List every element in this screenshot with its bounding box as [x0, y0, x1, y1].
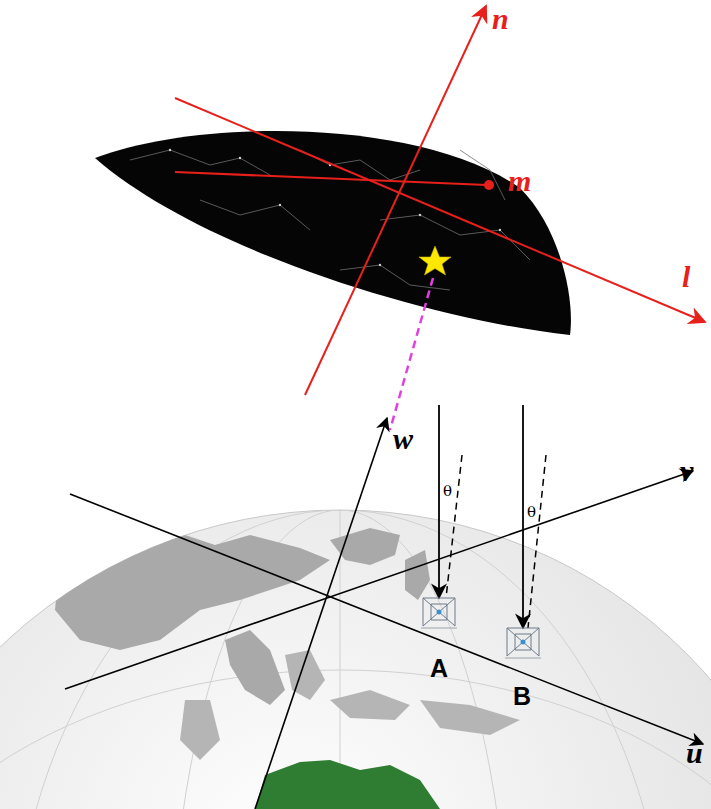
angle-label: θ [443, 484, 452, 499]
angle-label: θ [527, 505, 536, 520]
sky-patch [95, 131, 571, 335]
m-axis-dot [484, 180, 494, 190]
constellation-line [460, 150, 505, 200]
n-axis [305, 6, 486, 395]
antenna-feed [521, 640, 526, 645]
antenna-feed [437, 610, 442, 615]
zenith-line [528, 455, 546, 628]
m-axis [175, 172, 487, 185]
antenna-base [421, 628, 457, 629]
landmass [405, 550, 430, 600]
station-label: B [513, 684, 531, 709]
axis-label: l [682, 262, 690, 292]
constellation-line [130, 150, 270, 175]
landmass [330, 528, 400, 565]
antenna-icon [421, 598, 457, 628]
source-star [419, 246, 451, 275]
antenna-icon [505, 628, 541, 658]
globe [0, 510, 711, 809]
zenith-line [446, 455, 462, 598]
constellation-line [200, 200, 310, 230]
star-dot [169, 149, 171, 151]
l-axis [175, 98, 705, 322]
star-dot [499, 229, 501, 231]
graticule-line [0, 670, 711, 809]
antenna-base [505, 658, 541, 659]
u-axis [70, 494, 703, 744]
incoming-ray [522, 405, 524, 628]
axis-label: v [680, 456, 693, 486]
axis-label: u [686, 738, 703, 768]
landmass [285, 650, 325, 700]
antenna-frame [515, 634, 531, 650]
landmass [225, 630, 285, 705]
landmass [180, 700, 220, 760]
w-axis [255, 418, 387, 809]
incoming-ray [438, 405, 440, 598]
star-dot [239, 157, 241, 159]
axis-label: w [393, 424, 413, 454]
v-axis [65, 471, 693, 689]
axis-label: m [508, 166, 531, 196]
antenna-frame [423, 598, 455, 626]
line-of-sight [390, 278, 433, 430]
axis-label: n [492, 4, 509, 34]
australia [255, 760, 440, 809]
antenna-frame [507, 628, 539, 656]
star-dot [379, 264, 381, 266]
antenna-frame [431, 604, 447, 620]
star-dot [279, 204, 281, 206]
constellation-lines [130, 150, 530, 290]
landmass [330, 690, 410, 720]
station-label: A [430, 656, 448, 681]
landmass [55, 530, 330, 650]
graticule [0, 500, 711, 809]
landmass [420, 700, 520, 735]
star-dot [419, 214, 421, 216]
